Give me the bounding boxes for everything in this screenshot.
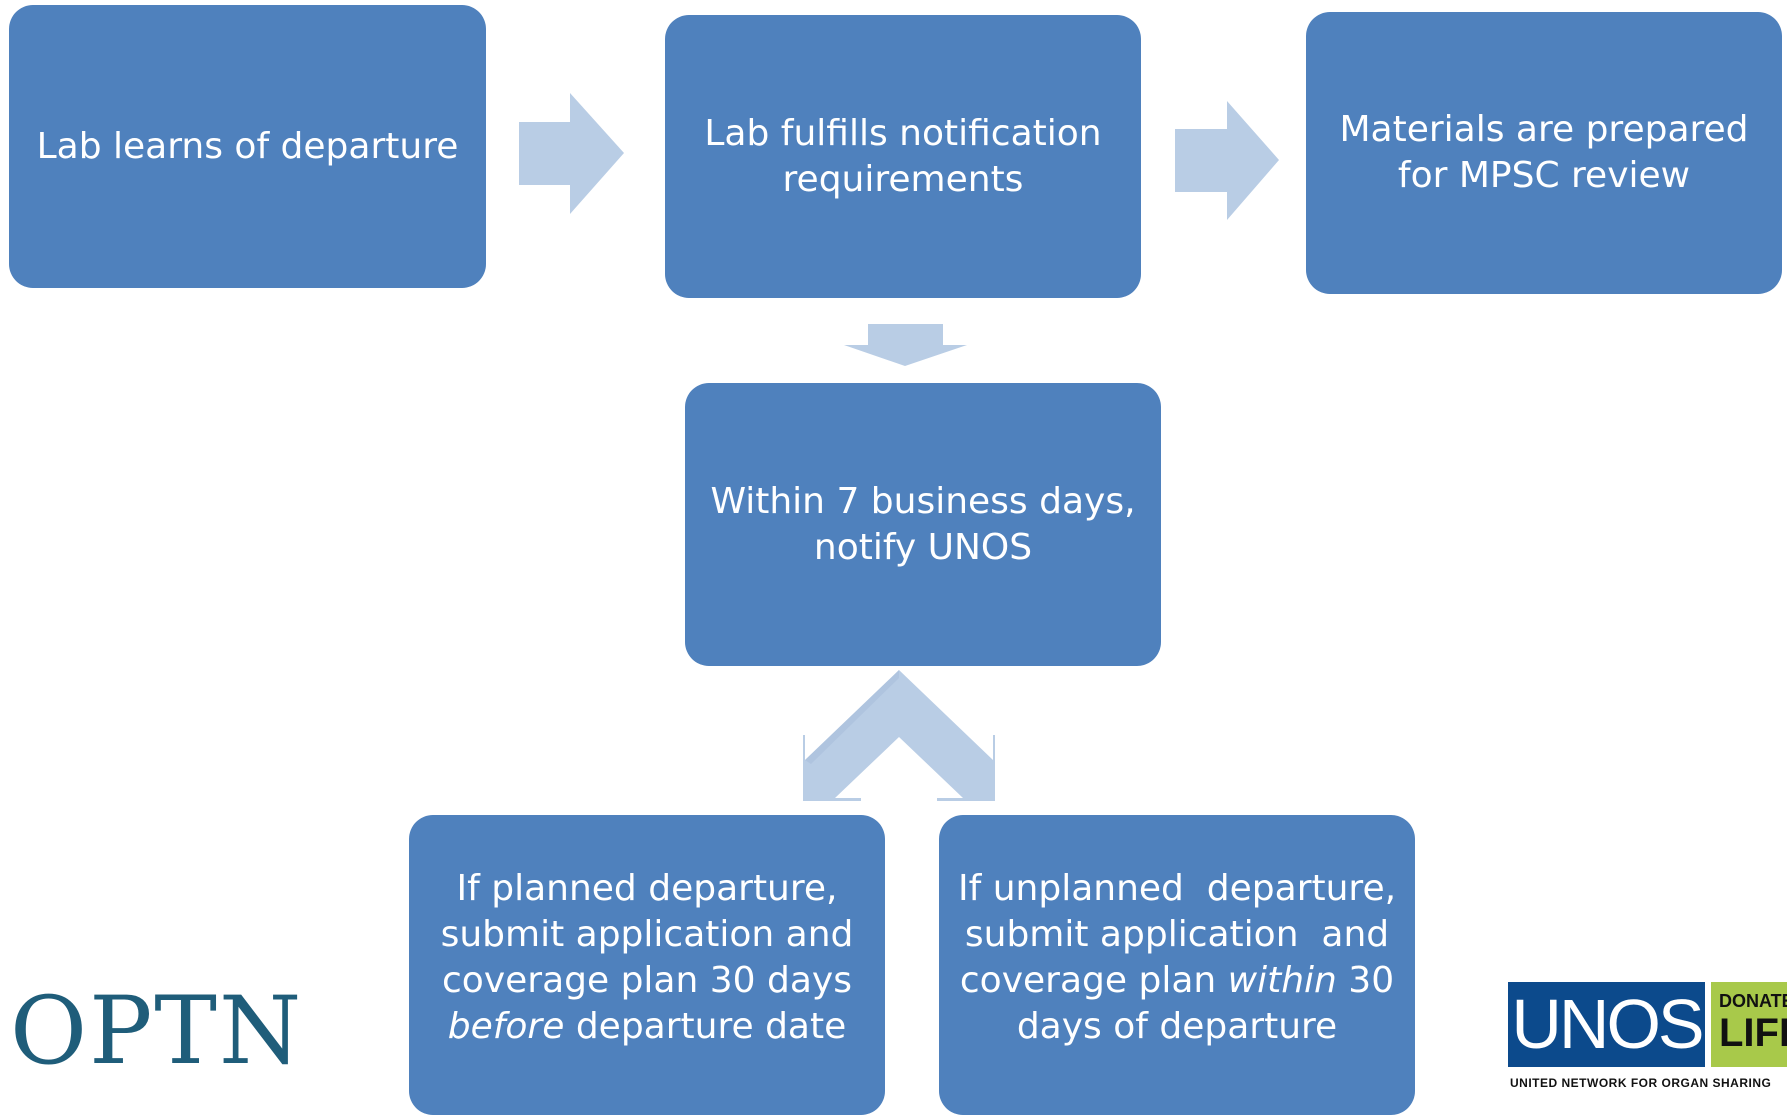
- box-text-line: If planned departure,: [441, 866, 854, 912]
- down-arrow: [844, 324, 967, 366]
- box-text-line: requirements: [704, 157, 1101, 203]
- box-text-line: for MPSC review: [1339, 153, 1748, 199]
- box-text-line: notify UNOS: [710, 525, 1135, 571]
- step-notify-unos-box: Within 7 business days,notify UNOS: [685, 383, 1161, 666]
- optn-logo: OPTN: [10, 977, 304, 1086]
- box-text-line: before departure date: [441, 1004, 854, 1050]
- box-text-segment: Materials are prepared: [1339, 109, 1749, 150]
- box-text-segment: If planned departure,: [456, 868, 838, 909]
- box-text-line: Within 7 business days,: [710, 479, 1135, 525]
- box-text-segment: If unplanned departure,: [957, 868, 1397, 909]
- unos-tagline: UNITED NETWORK FOR ORGAN SHARING: [1510, 1076, 1772, 1090]
- box-text-segment: before: [447, 1006, 565, 1047]
- life-text: LIFE: [1719, 1011, 1787, 1055]
- box-text-segment: Lab learns of departure: [36, 125, 459, 167]
- box-text-line: submit application and: [441, 912, 854, 958]
- unos-logo-text: UNOS: [1508, 982, 1705, 1067]
- box-text-line: coverage plan within 30: [958, 958, 1396, 1004]
- box-text-segment: coverage plan 30 days: [442, 960, 852, 1001]
- box-text-segment: Within 7 business days,: [710, 480, 1136, 522]
- box-text-line: Lab fulfills notification: [704, 111, 1101, 157]
- split-arrow: [803, 670, 995, 801]
- step-mpsc-review-box: Materials are prepared for MPSC review: [1306, 12, 1782, 294]
- box-text-segment: requirements: [782, 158, 1024, 200]
- right-arrow-2: [1175, 101, 1279, 220]
- box-text-segment: for MPSC review: [1397, 155, 1691, 196]
- b1-text: Lab learns of departure: [37, 124, 459, 170]
- box-text-segment: Lab fulfills notification: [704, 112, 1102, 154]
- box-text-line: days of departure: [958, 1004, 1396, 1050]
- box-text-segment: notify UNOS: [813, 526, 1033, 568]
- box-text-segment: within: [1227, 960, 1337, 1001]
- box-text-segment: departure date: [564, 1006, 847, 1047]
- donate-life-badge: DONATE LIFE: [1711, 982, 1787, 1067]
- box-text-line: Lab learns of departure: [37, 124, 459, 170]
- step-lab-learns-box: Lab learns of departure: [9, 5, 486, 288]
- b6-text: If unplanned departure, submit applicatio…: [958, 866, 1396, 1050]
- box-text-line: coverage plan 30 days: [441, 958, 854, 1004]
- step-unplanned-departure-box: If unplanned departure, submit applicatio…: [939, 815, 1415, 1115]
- b4-text: Within 7 business days,notify UNOS: [710, 479, 1135, 571]
- b5-text: If planned departure, submit application …: [441, 866, 854, 1050]
- step-planned-departure-box: If planned departure, submit application …: [409, 815, 885, 1115]
- box-text-segment: submit application and: [440, 914, 854, 955]
- box-text-segment: days of departure: [1016, 1006, 1338, 1047]
- right-arrow-1: [519, 93, 624, 214]
- box-text-line: submit application and: [958, 912, 1396, 958]
- unos-donate-life-logo: UNOS DONATE LIFE UNITED NETWORK FOR ORGA…: [1508, 980, 1787, 1094]
- box-text-line: If unplanned departure,: [958, 866, 1396, 912]
- box-text-segment: submit application and: [964, 914, 1390, 955]
- b3-text: Materials are prepared for MPSC review: [1339, 107, 1748, 199]
- box-text-segment: 30: [1336, 960, 1395, 1001]
- box-text-line: Materials are prepared: [1339, 107, 1748, 153]
- donate-text: DONATE: [1719, 991, 1787, 1011]
- box-text-segment: coverage plan: [959, 960, 1228, 1001]
